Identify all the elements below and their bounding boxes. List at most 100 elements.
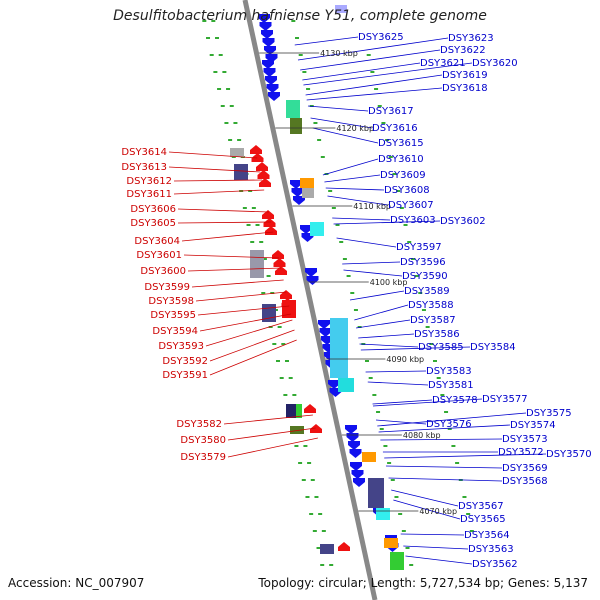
gene-arrow-forward[interactable] [262, 60, 274, 69]
gene-label-forward[interactable]: DSY3578 [432, 395, 478, 406]
gene-label-forward[interactable]: DSY3621 [420, 58, 466, 69]
gene-label-forward[interactable]: DSY3564 [464, 530, 510, 541]
gene-block-reverse[interactable] [230, 148, 244, 157]
gene-block-forward[interactable] [330, 318, 348, 378]
gene-label-forward[interactable]: DSY3575 [526, 408, 572, 419]
gene-arrow-reverse[interactable] [273, 258, 286, 267]
gene-arrow-forward[interactable] [318, 320, 330, 329]
gene-label-forward[interactable]: DSY3576 [426, 419, 472, 430]
gene-label-forward[interactable]: DSY3567 [458, 501, 504, 512]
gene-label-forward[interactable]: DSY3622 [440, 45, 486, 56]
gene-arrow-forward[interactable] [263, 68, 276, 77]
gene-arrow-forward[interactable] [349, 449, 362, 458]
gene-label-forward[interactable]: DSY3562 [472, 559, 518, 570]
gene-arrow-reverse[interactable] [275, 266, 287, 275]
gene-arrow-reverse[interactable] [257, 170, 270, 179]
gene-block-reverse[interactable] [320, 544, 334, 554]
gene-block-forward[interactable] [302, 188, 314, 198]
gene-arrow-forward[interactable] [306, 276, 319, 285]
gene-arrow-reverse[interactable] [265, 226, 277, 235]
gene-label-reverse[interactable]: DSY3594 [152, 326, 198, 337]
gene-block-reverse[interactable] [250, 250, 264, 278]
gene-label-forward[interactable]: DSY3574 [510, 420, 556, 431]
gene-arrow-forward[interactable] [265, 76, 277, 85]
gene-label-forward[interactable]: DSY3589 [404, 286, 450, 297]
gene-arrow-forward[interactable] [353, 478, 365, 487]
gene-arrow-reverse[interactable] [251, 153, 264, 162]
gene-arrow-forward[interactable] [351, 470, 364, 479]
gene-arrow-forward[interactable] [258, 14, 270, 23]
gene-label-forward[interactable]: DSY3586 [414, 329, 460, 340]
gene-label-forward[interactable]: DSY3581 [428, 380, 474, 391]
gene-label-reverse[interactable]: DSY3582 [176, 419, 222, 430]
gene-label-reverse[interactable]: DSY3579 [180, 452, 226, 463]
gene-arrow-forward[interactable] [261, 30, 273, 39]
gene-label-forward[interactable]: DSY3563 [468, 544, 514, 555]
gene-arrow-forward[interactable] [348, 441, 360, 450]
gene-label-forward[interactable]: DSY3573 [502, 434, 548, 445]
gene-block-forward[interactable] [390, 552, 404, 570]
gene-label-forward[interactable]: DSY3587 [410, 315, 456, 326]
gene-block-reverse[interactable] [286, 404, 298, 418]
gene-label-reverse[interactable]: DSY3598 [148, 296, 194, 307]
gene-label-forward[interactable]: DSY3619 [442, 70, 488, 81]
gene-label-reverse[interactable]: DSY3611 [126, 189, 172, 200]
gene-label-forward[interactable]: DSY3570 [546, 449, 592, 460]
gene-arrow-forward[interactable] [265, 54, 278, 63]
gene-arrow-forward[interactable] [319, 328, 332, 337]
gene-label-forward[interactable]: DSY3584 [470, 342, 516, 353]
gene-label-reverse[interactable]: DSY3591 [162, 370, 208, 381]
gene-label-forward[interactable]: DSY3616 [372, 123, 418, 134]
gene-arrow-forward[interactable] [262, 38, 275, 47]
gene-block-forward[interactable] [362, 452, 376, 462]
gene-label-reverse[interactable]: DSY3593 [158, 341, 204, 352]
gene-label-forward[interactable]: DSY3623 [448, 33, 494, 44]
gene-block-forward[interactable] [300, 178, 314, 188]
gene-block-reverse[interactable] [234, 164, 248, 180]
gene-arrow-reverse[interactable] [263, 218, 276, 227]
gene-label-forward[interactable]: DSY3585 [418, 342, 464, 353]
gene-label-forward[interactable]: DSY3602 [440, 216, 486, 227]
gene-label-forward[interactable]: DSY3610 [378, 154, 424, 165]
gene-arrow-forward[interactable] [291, 188, 304, 197]
gene-label-forward[interactable]: DSY3572 [498, 447, 544, 458]
gene-arrow-forward[interactable] [345, 425, 357, 434]
gene-label-forward[interactable]: DSY3615 [378, 138, 424, 149]
gene-label-forward[interactable]: DSY3618 [442, 83, 488, 94]
gene-block-reverse[interactable] [335, 5, 347, 13]
gene-label-forward[interactable]: DSY3607 [388, 200, 434, 211]
gene-label-reverse[interactable]: DSY3600 [140, 266, 186, 277]
gene-arrow-forward[interactable] [300, 225, 312, 234]
gene-label-reverse[interactable]: DSY3599 [144, 282, 190, 293]
gene-block-forward[interactable] [376, 508, 390, 520]
gene-label-forward[interactable]: DSY3597 [396, 242, 442, 253]
gene-block-forward[interactable] [338, 378, 354, 392]
gene-label-reverse[interactable]: DSY3613 [121, 162, 167, 173]
gene-label-reverse[interactable]: DSY3580 [180, 435, 226, 446]
gene-block-forward[interactable] [286, 100, 300, 118]
gene-label-reverse[interactable]: DSY3604 [134, 236, 180, 247]
gene-label-forward[interactable]: DSY3568 [502, 476, 548, 487]
gene-arrow-forward[interactable] [259, 22, 272, 31]
gene-arrow-reverse[interactable] [304, 404, 316, 413]
gene-label-reverse[interactable]: DSY3606 [130, 204, 176, 215]
gene-block-reverse[interactable] [282, 300, 296, 318]
gene-label-forward[interactable]: DSY3577 [482, 394, 528, 405]
gene-arrow-forward[interactable] [268, 92, 280, 101]
gene-block-forward[interactable] [384, 538, 398, 548]
gene-arrow-forward[interactable] [350, 462, 362, 471]
gene-label-forward[interactable]: DSY3620 [472, 58, 518, 69]
gene-label-forward[interactable]: DSY3608 [384, 185, 430, 196]
gene-arrow-reverse[interactable] [256, 162, 268, 171]
gene-arrow-reverse[interactable] [310, 424, 322, 433]
gene-label-forward[interactable]: DSY3625 [358, 32, 404, 43]
gene-label-reverse[interactable]: DSY3592 [162, 356, 208, 367]
gene-arrow-reverse[interactable] [280, 290, 292, 299]
gene-label-reverse[interactable]: DSY3614 [121, 147, 167, 158]
gene-arrow-forward[interactable] [293, 196, 305, 205]
gene-label-forward[interactable]: DSY3583 [426, 366, 472, 377]
gene-arrow-forward[interactable] [264, 46, 276, 55]
gene-label-reverse[interactable]: DSY3612 [126, 176, 172, 187]
gene-arrow-reverse[interactable] [338, 542, 350, 551]
gene-block-forward[interactable] [368, 478, 384, 508]
